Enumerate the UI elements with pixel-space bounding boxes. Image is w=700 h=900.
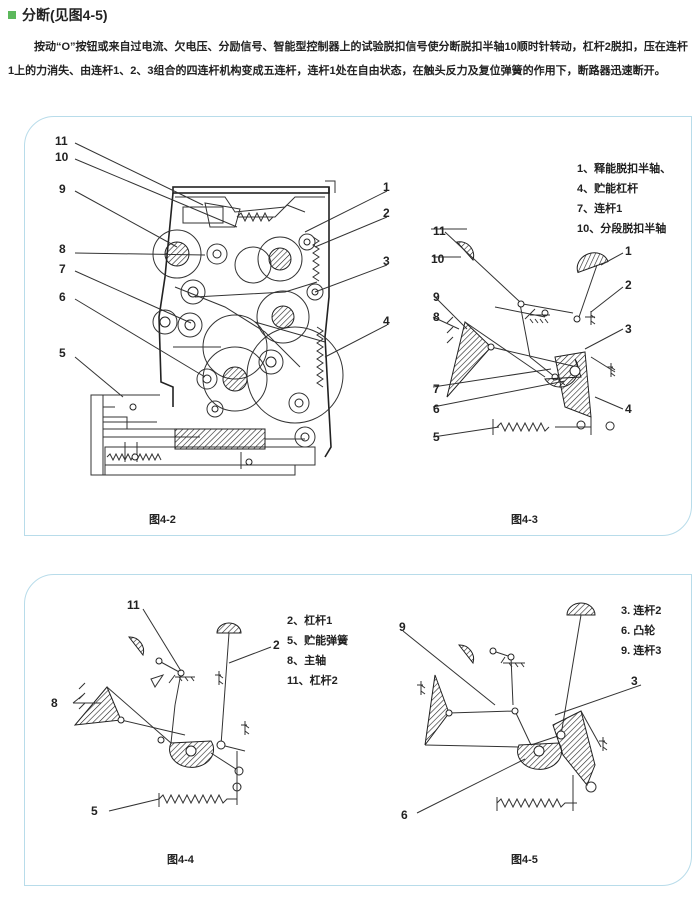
fig43-label-4: 4 — [625, 402, 632, 416]
fig43-legend-item: 1、释能脱扣半轴、 — [577, 163, 672, 175]
fig43-legend: 1、释能脱扣半轴、 4、贮能杠杆 7、连杆1 10、分段脱扣半轴 — [577, 159, 671, 239]
fig45-legend: 3. 连杆2 6. 凸轮 9. 连杆3 — [621, 601, 661, 661]
fig43-label-3: 3 — [625, 322, 632, 336]
fig42-labels: 11 10 9 8 7 6 5 1 2 3 4 — [55, 134, 390, 360]
fig45-caption: 图4-5 — [511, 854, 538, 866]
fig42-label-5: 5 — [59, 346, 66, 360]
fig44-label-8: 8 — [51, 696, 58, 710]
fig44-label-5: 5 — [91, 804, 98, 818]
fig42-label-7: 7 — [59, 262, 66, 276]
fig42-label-2: 2 — [383, 206, 390, 220]
fig45-label-9: 9 — [399, 620, 406, 634]
fig42-label-11: 11 — [55, 134, 68, 148]
fig42-label-6: 6 — [59, 290, 66, 304]
fig45-schematic — [417, 602, 608, 811]
fig45-legend-item: 3. 连杆2 — [621, 605, 662, 617]
fig45-labels: 9 6 3 — [399, 620, 638, 822]
fig43-label-9: 9 — [433, 290, 440, 304]
fig43-label-7: 7 — [433, 382, 440, 396]
fig43-caption: 图4-3 — [511, 514, 538, 526]
body-paragraph: 按动“O”按钮或来自过电流、欠电压、分励信号、智能型控制器上的试验脱扣信号使分断… — [8, 41, 688, 77]
top-figure-panel: 11 10 9 8 7 6 5 1 2 3 4 — [24, 116, 692, 536]
fig44-legend-item: 8、主轴 — [287, 655, 327, 667]
fig43-label-5: 5 — [433, 430, 440, 444]
bottom-figures-svg: 11 8 5 2 — [51, 598, 642, 822]
fig43-label-2: 2 — [625, 278, 632, 292]
fig43-label-1: 1 — [625, 244, 632, 258]
fig43-labels: 11 10 9 8 7 6 5 1 2 3 4 — [431, 224, 632, 444]
fig44-label-2: 2 — [273, 638, 280, 652]
fig44-legend: 2、杠杆1 5、贮能弹簧 8、主轴 11、杠杆2 — [287, 611, 348, 691]
section-title: 分断(见图4-5) — [22, 7, 108, 23]
fig43-label-6: 6 — [433, 402, 440, 416]
fig42-caption: 图4-2 — [149, 514, 176, 526]
fig43-schematic — [444, 231, 616, 435]
fig45-label-3: 3 — [631, 674, 638, 688]
fig42-label-8: 8 — [59, 242, 66, 256]
fig42-label-3: 3 — [383, 254, 390, 268]
fig44-legend-item: 5、贮能弹簧 — [287, 635, 349, 647]
fig42-label-10: 10 — [55, 150, 69, 164]
fig43-legend-item: 7、连杆1 — [577, 203, 623, 215]
fig42-label-4: 4 — [383, 314, 390, 328]
fig45-label-6: 6 — [401, 808, 408, 822]
fig45-legend-item: 6. 凸轮 — [621, 625, 656, 637]
fig45-leaders — [402, 630, 642, 814]
fig43-legend-item: 10、分段脱扣半轴 — [577, 223, 667, 235]
fig42-leaders — [74, 142, 388, 398]
fig43-legend-item: 4、贮能杠杆 — [577, 183, 639, 195]
fig43-label-10: 10 — [431, 252, 445, 266]
bullet-square-icon — [8, 11, 16, 19]
fig42-label-9: 9 — [59, 182, 66, 196]
fig44-legend-item: 2、杠杆1 — [287, 615, 333, 627]
fig44-leaders — [72, 608, 272, 812]
fig43-label-8: 8 — [433, 310, 440, 324]
fig45-legend-item: 9. 连杆3 — [621, 645, 662, 657]
fig42-mechanism — [90, 180, 344, 476]
fig44-caption: 图4-4 — [167, 854, 194, 866]
fig42-label-1: 1 — [383, 180, 390, 194]
top-figures-svg: 11 10 9 8 7 6 5 1 2 3 4 — [55, 134, 632, 476]
bottom-figure-panel: 11 8 5 2 — [24, 574, 692, 886]
fig44-legend-item: 11、杠杆2 — [287, 675, 338, 687]
fig43-leaders — [431, 228, 624, 438]
fig44-labels: 11 8 5 2 — [51, 598, 280, 818]
section-heading: 分断(见图4-5) — [8, 5, 108, 25]
fig44-label-11: 11 — [127, 598, 140, 612]
fig44-schematic — [73, 622, 250, 807]
fig43-label-11: 11 — [433, 224, 446, 238]
